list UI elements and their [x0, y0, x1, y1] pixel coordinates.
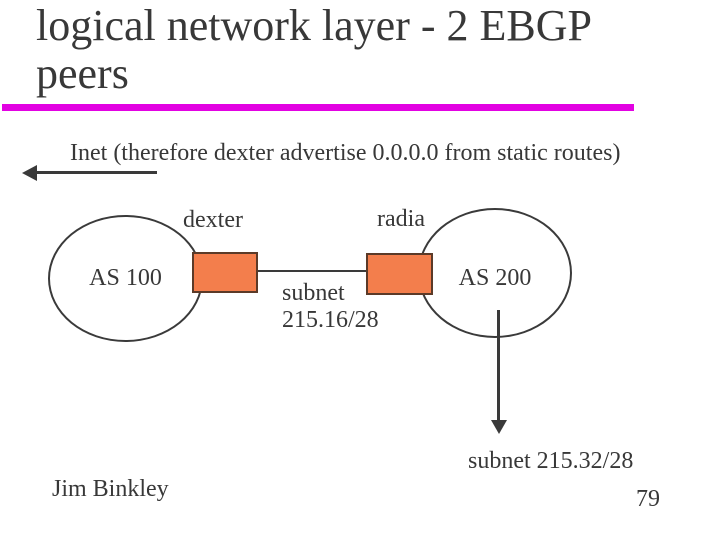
- link-subnet-label: subnet 215.16/28: [282, 280, 379, 334]
- subnet-arrow-down-icon: [491, 420, 507, 434]
- slide-title: logical network layer - 2 EBGP peers: [36, 1, 591, 98]
- as-100-label: AS 100: [89, 265, 162, 291]
- router-radia-box: [366, 253, 433, 295]
- link-subnet-label-line2: 215.16/28: [282, 307, 379, 333]
- inet-arrow-shaft: [34, 171, 157, 174]
- router-radia-label: radia: [377, 206, 425, 232]
- title-underline: [2, 104, 634, 111]
- footer-author: Jim Binkley: [52, 476, 169, 502]
- link-subnet-label-line1: subnet: [282, 280, 345, 306]
- subnet-arrow-shaft: [497, 310, 500, 422]
- as-200-label: AS 200: [458, 264, 532, 291]
- inet-arrow-left-icon: [22, 165, 37, 181]
- as-200-cloud: AS 200: [418, 208, 572, 338]
- peer-link-line: [258, 270, 366, 272]
- as-100-cloud: AS 100: [48, 215, 203, 342]
- inet-note: Inet (therefore dexter advertise 0.0.0.0…: [70, 140, 621, 166]
- router-dexter-box: [192, 252, 258, 293]
- router-dexter-label: dexter: [183, 207, 243, 233]
- page-number: 79: [636, 486, 660, 512]
- bottom-subnet-label: subnet 215.32/28: [468, 448, 634, 474]
